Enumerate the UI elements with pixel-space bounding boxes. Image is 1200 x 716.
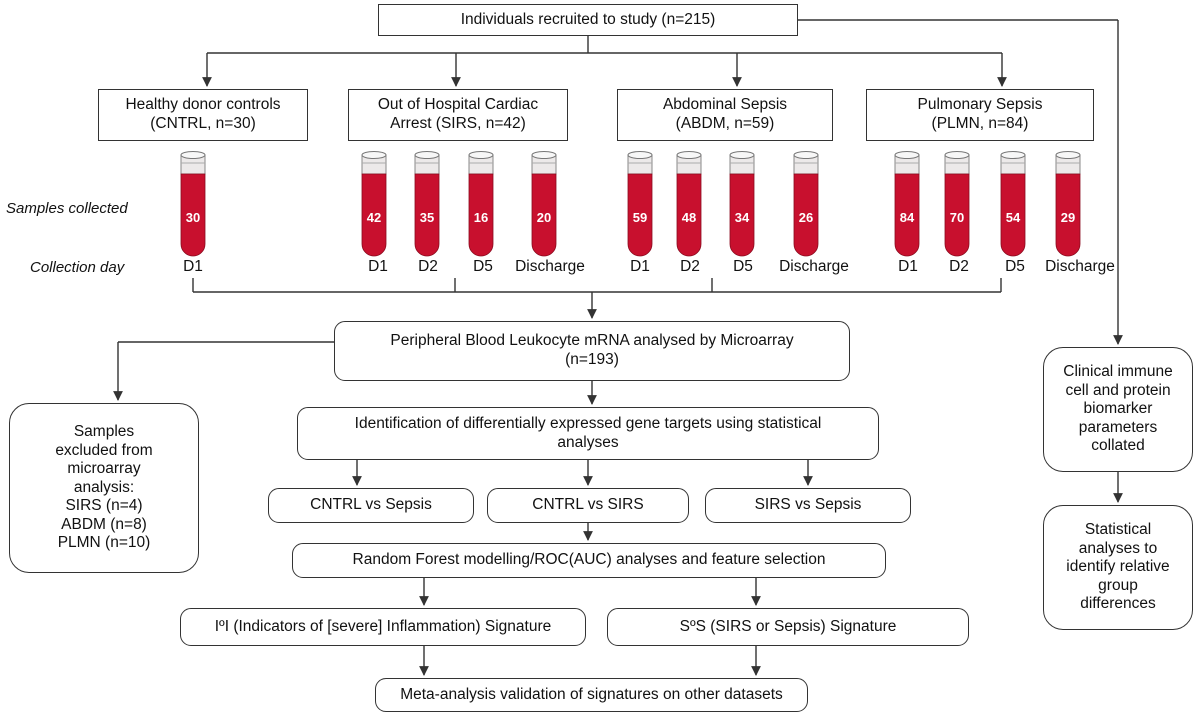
tube-count-label: 35 [420, 210, 434, 225]
sos-signature-box: SºS (SIRS or Sepsis) Signature [607, 608, 969, 646]
comparison-label: CNTRL vs SIRS [532, 496, 644, 514]
blood-tube-5 [531, 151, 557, 257]
comparison-label: CNTRL vs Sepsis [310, 496, 432, 514]
statistical-line: Statistical [1084, 521, 1152, 539]
recruitment-text: Individuals recruited to study (n=215) [460, 10, 716, 28]
collection-day-label: Discharge [1045, 258, 1115, 275]
collection-day-label: D2 [949, 258, 969, 275]
excluded-sirs: SIRS (n=4) [65, 497, 143, 515]
microarray-line2: (n=193) [565, 351, 619, 368]
tube-count-label: 30 [186, 210, 200, 225]
collection-day-label: D1 [630, 258, 650, 275]
tube-count-label: 70 [950, 210, 964, 225]
ioi-signature-box: IºI (Indicators of [severe] Inflammation… [180, 608, 586, 646]
tube-count-label: 59 [633, 210, 647, 225]
tube-count-label: 34 [735, 210, 750, 225]
excluded-plmn: PLMN (n=10) [57, 534, 151, 552]
microarray-line1: Peripheral Blood Leukocyte mRNA analysed… [390, 332, 794, 350]
collection-day-label: Discharge [779, 258, 849, 275]
excluded-line: excluded from [55, 441, 153, 459]
comparison-sirs-sepsis-box: SIRS vs Sepsis [705, 488, 911, 523]
identification-box: Identification of differentially express… [297, 407, 879, 460]
group-cntrl-line1: Healthy donor controls [125, 96, 281, 114]
statistical-line: group [1098, 576, 1138, 594]
comparison-cntrl-sirs-box: CNTRL vs SIRS [487, 488, 689, 523]
group-box-cntrl: Healthy donor controls (CNTRL, n=30) [98, 89, 308, 141]
collection-day-label: D1 [368, 258, 388, 275]
group-cntrl-line2: (CNTRL, n=30) [150, 115, 256, 132]
recruitment-box: Individuals recruited to study (n=215) [378, 4, 798, 36]
excluded-line: analysis: [73, 478, 135, 496]
excluded-samples-box: Samples excluded from microarray analysi… [9, 403, 199, 573]
statistical-line: analyses to [1078, 539, 1158, 557]
clinical-line: Clinical immune [1063, 363, 1173, 381]
comparison-cntrl-sepsis-box: CNTRL vs Sepsis [268, 488, 474, 523]
clinical-line: cell and protein [1065, 381, 1171, 399]
blood-tube-10 [894, 151, 920, 257]
statistical-line: differences [1080, 595, 1156, 613]
clinical-line: parameters [1078, 418, 1158, 436]
collection-day-label: D2 [418, 258, 438, 275]
collection-day-label: D2 [680, 258, 700, 275]
random-forest-text: Random Forest modelling/ROC(AUC) analyse… [352, 551, 826, 569]
sos-signature-text: SºS (SIRS or Sepsis) Signature [679, 617, 897, 635]
tube-count-label: 26 [799, 210, 813, 225]
blood-tube-6 [627, 151, 653, 257]
random-forest-box: Random Forest modelling/ROC(AUC) analyse… [292, 543, 886, 578]
blood-tube-8 [729, 151, 755, 257]
group-sirs-line1: Out of Hospital Cardiac [377, 96, 539, 114]
excluded-abdm: ABDM (n=8) [61, 515, 147, 533]
excluded-line: microarray [67, 460, 141, 478]
group-box-abdm: Abdominal Sepsis (ABDM, n=59) [617, 89, 833, 141]
collection-day-label: D1 [898, 258, 918, 275]
ioi-signature-text: IºI (Indicators of [severe] Inflammation… [214, 617, 552, 635]
blood-tube-1 [180, 151, 206, 257]
tube-count-label: 42 [367, 210, 381, 225]
collection-day-label: D5 [473, 258, 493, 275]
samples-collected-label: Samples collected [6, 200, 128, 217]
blood-tube-7 [676, 151, 702, 257]
identification-line2: analyses [557, 433, 619, 451]
tube-count-label: 29 [1061, 210, 1075, 225]
blood-tube-13 [1055, 151, 1081, 257]
group-box-sirs: Out of Hospital Cardiac Arrest (SIRS, n=… [348, 89, 568, 141]
excluded-line: Samples [73, 422, 135, 440]
collection-day-label: D5 [1005, 258, 1025, 275]
tube-count-label: 16 [474, 210, 488, 225]
tube-count-label: 54 [1006, 210, 1021, 225]
meta-analysis-text: Meta-analysis validation of signatures o… [400, 685, 783, 703]
group-plmn-line1: Pulmonary Sepsis [917, 96, 1043, 114]
collection-day-label: Discharge [515, 258, 585, 275]
group-abdm-line2: (ABDM, n=59) [675, 115, 775, 132]
group-plmn-line2: (PLMN, n=84) [931, 115, 1029, 132]
statistical-line: identify relative [1066, 558, 1170, 576]
tube-count-label: 20 [537, 210, 551, 225]
clinical-line: biomarker [1083, 400, 1153, 418]
collection-day-label: D5 [733, 258, 753, 275]
tube-count-label: 84 [900, 210, 915, 225]
collection-day-label: D1 [183, 258, 203, 275]
blood-tube-4 [468, 151, 494, 257]
statistical-analyses-box: Statistical analyses to identify relativ… [1043, 505, 1193, 630]
blood-tube-3 [414, 151, 440, 257]
blood-tube-2 [361, 151, 387, 257]
blood-tube-12 [1000, 151, 1026, 257]
group-box-plmn: Pulmonary Sepsis (PLMN, n=84) [866, 89, 1094, 141]
microarray-box: Peripheral Blood Leukocyte mRNA analysed… [334, 321, 850, 381]
blood-tube-11 [944, 151, 970, 257]
clinical-line: collated [1091, 437, 1145, 455]
clinical-parameters-box: Clinical immune cell and protein biomark… [1043, 347, 1193, 472]
group-sirs-line2: Arrest (SIRS, n=42) [390, 115, 526, 132]
tube-count-label: 48 [682, 210, 696, 225]
collection-day-label: Collection day [30, 259, 125, 276]
group-abdm-line1: Abdominal Sepsis [662, 96, 788, 114]
meta-analysis-box: Meta-analysis validation of signatures o… [375, 678, 808, 712]
comparison-label: SIRS vs Sepsis [754, 496, 862, 514]
blood-tube-9 [793, 151, 819, 257]
identification-line1: Identification of differentially express… [354, 414, 822, 432]
